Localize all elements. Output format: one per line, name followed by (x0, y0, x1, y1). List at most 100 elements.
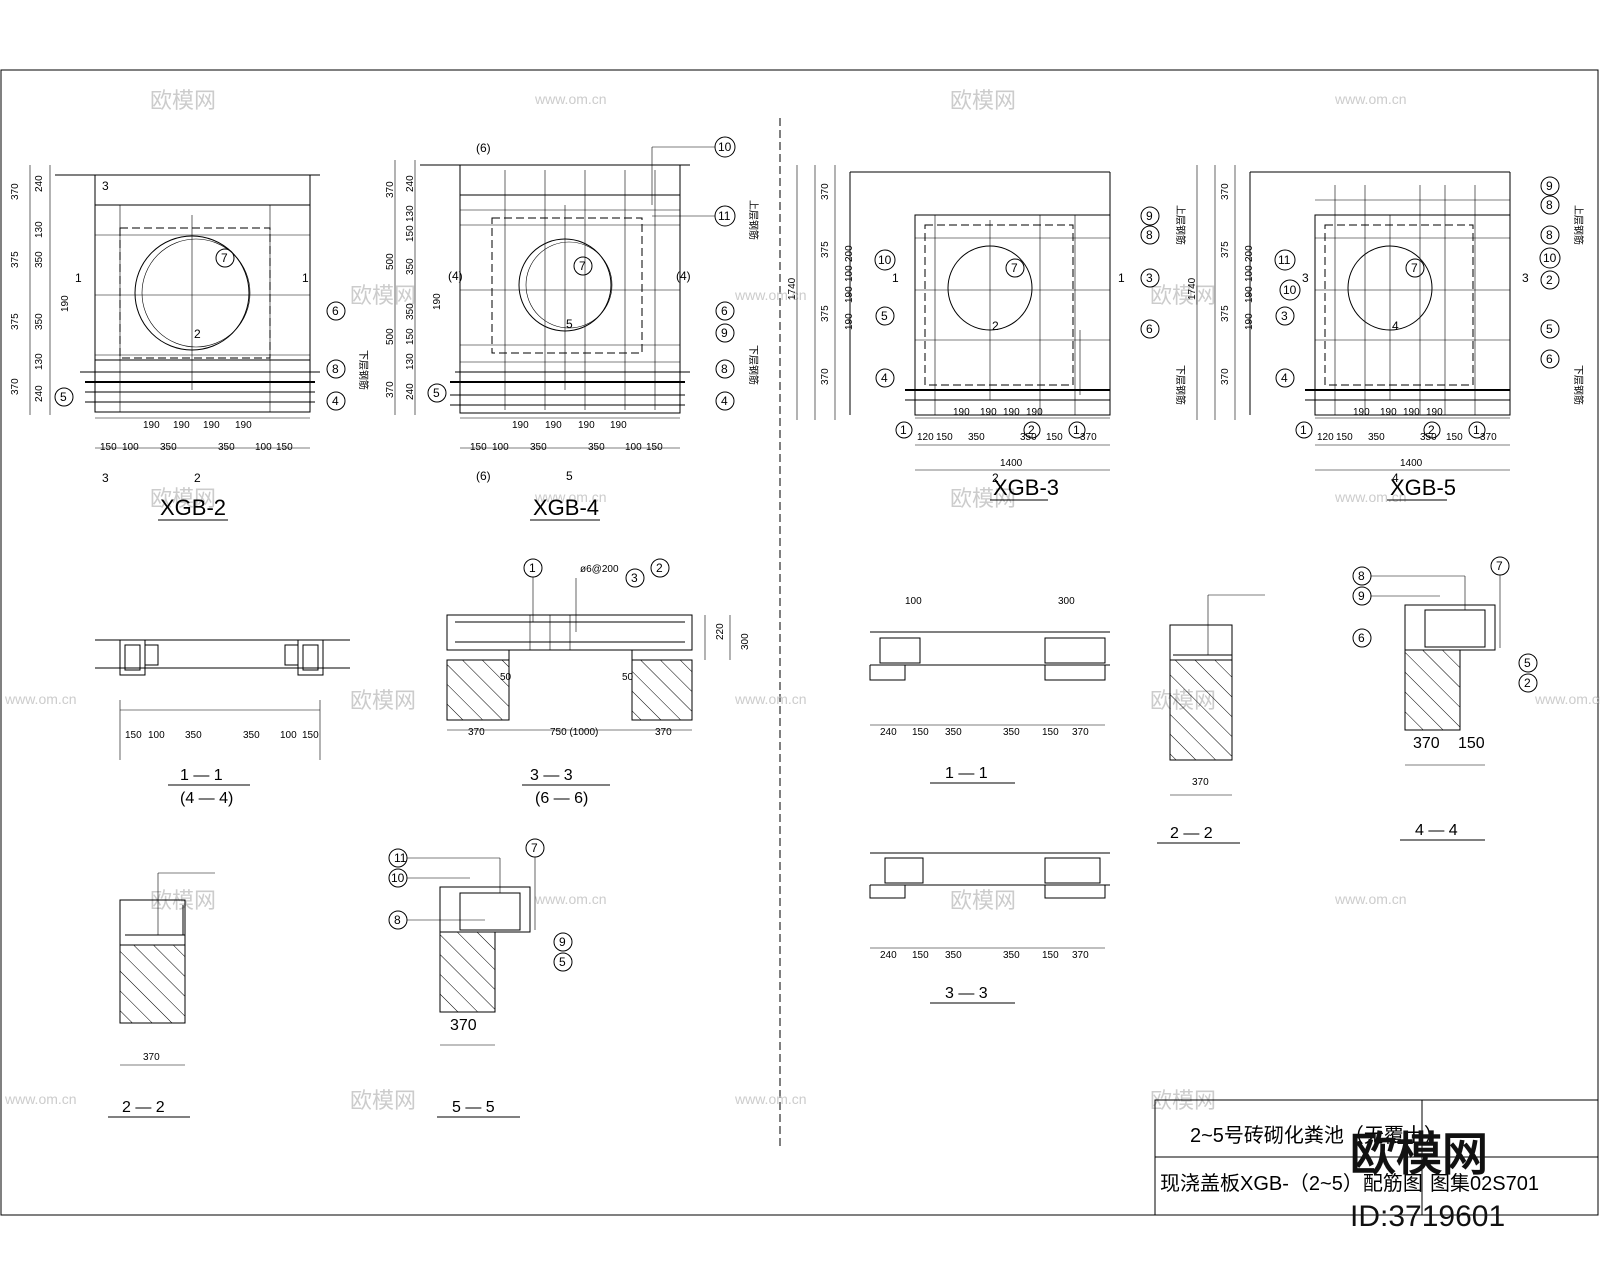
dim-label: 190 (235, 420, 252, 431)
dim-label: 500 (385, 328, 396, 345)
dim-label: 240 (880, 950, 897, 961)
section-mark: (4) (448, 269, 463, 283)
dim-label: 350 (185, 730, 202, 741)
dim-label: 370 (1220, 368, 1231, 385)
dim-label: 350 (945, 950, 962, 961)
rebar-layer-label: 下层钢筋 (357, 350, 370, 390)
dim-label: 370 (450, 1017, 477, 1034)
dim-label: 350 (160, 442, 177, 453)
section-left-2-2: 370 2 — 2 (108, 872, 215, 1118)
dim-label: 350 (405, 258, 416, 275)
dim-label: 190 (143, 420, 160, 431)
drawing-title: XGB-2 (160, 495, 226, 520)
dim-label: 190 (173, 420, 190, 431)
watermark: 欧模网 (950, 88, 1016, 113)
dim-label: 150 (405, 225, 416, 242)
dim-label: 190 (545, 420, 562, 431)
dim-label: 190 (980, 407, 997, 418)
dim-label: 370 (385, 381, 396, 398)
dim-label: 190 (844, 313, 855, 330)
watermark: 欧模网 (150, 486, 216, 511)
dim-label: 375 (820, 305, 831, 322)
plan-xgb-4: 370 500 500 370 240 130 150 350 190 350 … (357, 136, 760, 521)
callout: 10 (878, 253, 892, 267)
dim-label: 190 (512, 420, 529, 431)
dim-label: 50 (500, 672, 512, 683)
dim-label: 350 (1003, 727, 1020, 738)
watermark: www.om.cn (734, 691, 807, 707)
dim-label: 190 (1026, 407, 1043, 418)
dim-label: 100 (844, 265, 855, 282)
dim-label: 150 (1336, 432, 1353, 443)
dim-label: 150 (912, 727, 929, 738)
watermark: www.om.cn (534, 489, 607, 505)
callout: 8 (1358, 569, 1365, 583)
dim-label: 300 (1058, 596, 1075, 607)
dim-label: 190 (432, 293, 443, 310)
callout: 5 (559, 955, 566, 969)
dim-label: 350 (588, 442, 605, 453)
callout: 7 (1411, 261, 1418, 275)
section-right-3-3: 240 150 350 350 150 370 3 — 3 (869, 852, 1110, 1004)
plan-xgb-3: 1740 370 375 375 370 200 100 190 190 190… (787, 165, 1187, 501)
title-block-project: 2~5号砖砌化粪池（无覆土） (1190, 1124, 1444, 1147)
dim-label: 190 (60, 295, 71, 312)
callout: 11 (718, 209, 731, 223)
rebar-layer-label: 上层钢筋 (1174, 205, 1187, 245)
section-mark: 1 (1118, 271, 1125, 285)
callout: 11 (394, 851, 407, 865)
dim-label: 100 (280, 730, 297, 741)
dim-label: 370 (10, 183, 21, 200)
dim-label: 190 (203, 420, 220, 431)
rebar-spec: ø6@200 (580, 564, 619, 575)
section-mark: 1 (302, 271, 309, 285)
drawing-title: XGB-4 (533, 495, 599, 520)
callout: 4 (721, 394, 728, 408)
callout: 1 (1473, 423, 1480, 437)
section-mark: 4 (1392, 319, 1399, 333)
dim-label: 350 (218, 442, 235, 453)
dim-label: 370 (385, 181, 396, 198)
callout: 2 (656, 561, 663, 575)
dim-label: 100 (255, 442, 272, 453)
callout: 8 (721, 362, 728, 376)
callout: 3 (1146, 271, 1153, 285)
section-mark: (6) (476, 141, 491, 155)
section-title: 5 — 5 (452, 1099, 495, 1116)
section-left-1-1: 150 100 350 350 100 150 1 — 1 (4 — 4) (95, 639, 350, 807)
dim-label: 150 (470, 442, 487, 453)
dim-label: 150 (936, 432, 953, 443)
callout: 5 (60, 390, 67, 404)
section-title: 3 — 3 (945, 985, 988, 1002)
dim-label: 350 (945, 727, 962, 738)
rebar-layer-label: 下层钢筋 (747, 345, 760, 385)
dim-label: 190 (1403, 407, 1420, 418)
dim-label: 190 (953, 407, 970, 418)
rebar-layer-label: 下层钢筋 (1174, 365, 1187, 405)
title-block: 2~5号砖砌化粪池（无覆土） 现浇盖板XGB-（2~5）配筋图 图集02S701 (1154, 1099, 1599, 1216)
section-title: 3 — 3 (530, 767, 573, 784)
dim-label: 190 (1244, 313, 1255, 330)
title-block-drawing-number: 图集02S701 (1430, 1172, 1539, 1195)
dim-label: 100 (1244, 265, 1255, 282)
dim-label: 100 (148, 730, 165, 741)
callout: 8 (1146, 228, 1153, 242)
callout: 4 (1281, 371, 1288, 385)
watermark-logo: 欧模网 ID:3719601 (1350, 1128, 1505, 1233)
watermark: www.om.cn (1334, 891, 1407, 907)
dim-label: 370 (143, 1052, 160, 1063)
callout: 10 (718, 140, 732, 154)
dim-label: 350 (243, 730, 260, 741)
callout: 8 (1546, 228, 1553, 242)
watermark: 欧模网 (350, 688, 416, 713)
dim-label: 190 (1380, 407, 1397, 418)
dim-label: 130 (405, 205, 416, 222)
drawing-title: XGB-5 (1390, 475, 1456, 500)
watermark: www.om.cn (534, 91, 607, 107)
callout: 3 (631, 571, 638, 585)
brand-logo: 欧模网 (1350, 1128, 1488, 1180)
watermark: www.om.cn (4, 691, 77, 707)
dim-label: 130 (405, 353, 416, 370)
callout: 6 (1358, 631, 1365, 645)
dim-label: 370 (1480, 432, 1497, 443)
